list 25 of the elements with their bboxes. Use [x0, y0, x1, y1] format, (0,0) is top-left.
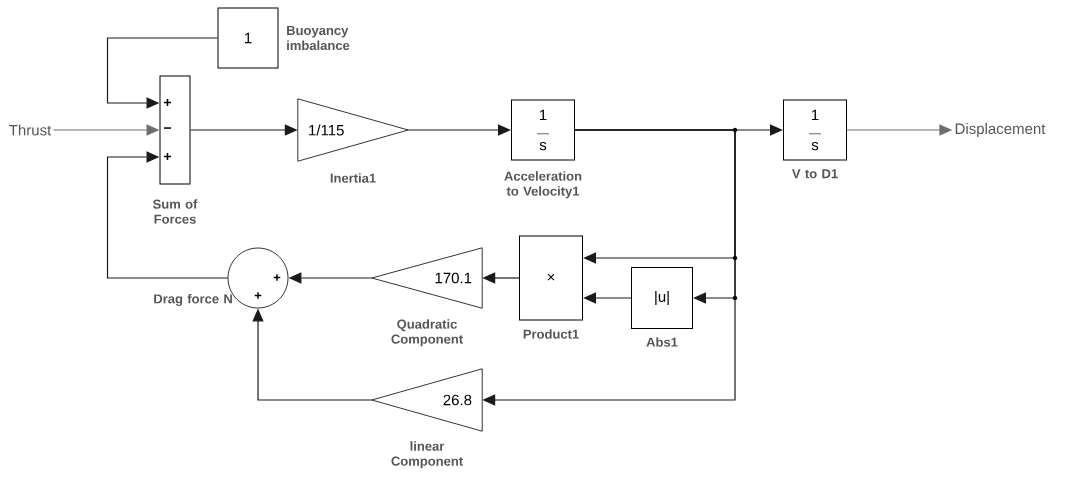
transfer-block: ×: [519, 235, 583, 321]
block-label: Abs1: [646, 337, 678, 347]
block-label: Quadratic Component: [391, 319, 463, 347]
block-label: Product1: [523, 329, 579, 339]
gain-triangle: 1/115: [297, 98, 409, 162]
signal-arrow: [106, 151, 229, 279]
block-label: V to D1: [792, 169, 838, 179]
gain-triangle: 170.1: [371, 247, 483, 309]
block-label: Drag force N: [154, 293, 232, 307]
signal-label: Displacement: [955, 123, 1046, 137]
block-label: Inertia1: [330, 173, 376, 183]
signal-arrow: [407, 124, 511, 136]
block-label: Acceleration to Velocity1: [504, 171, 582, 199]
block-label: Buoyancy imbalance: [287, 25, 350, 51]
signal-arrow: [583, 292, 632, 304]
gain-triangle: 26.8: [371, 368, 483, 432]
signal-arrow: [106, 37, 219, 109]
block-label: linear Component: [391, 441, 463, 469]
transfer-block: |u|: [631, 267, 693, 329]
transfer-block: 1 s: [511, 99, 575, 161]
signal-label: Thrust: [9, 124, 52, 136]
sum-block: + − +: [159, 75, 191, 185]
block-label: Sum of Forces: [153, 199, 198, 224]
transfer-block: 1 s: [783, 99, 847, 161]
transfer-block: 1: [217, 7, 279, 69]
